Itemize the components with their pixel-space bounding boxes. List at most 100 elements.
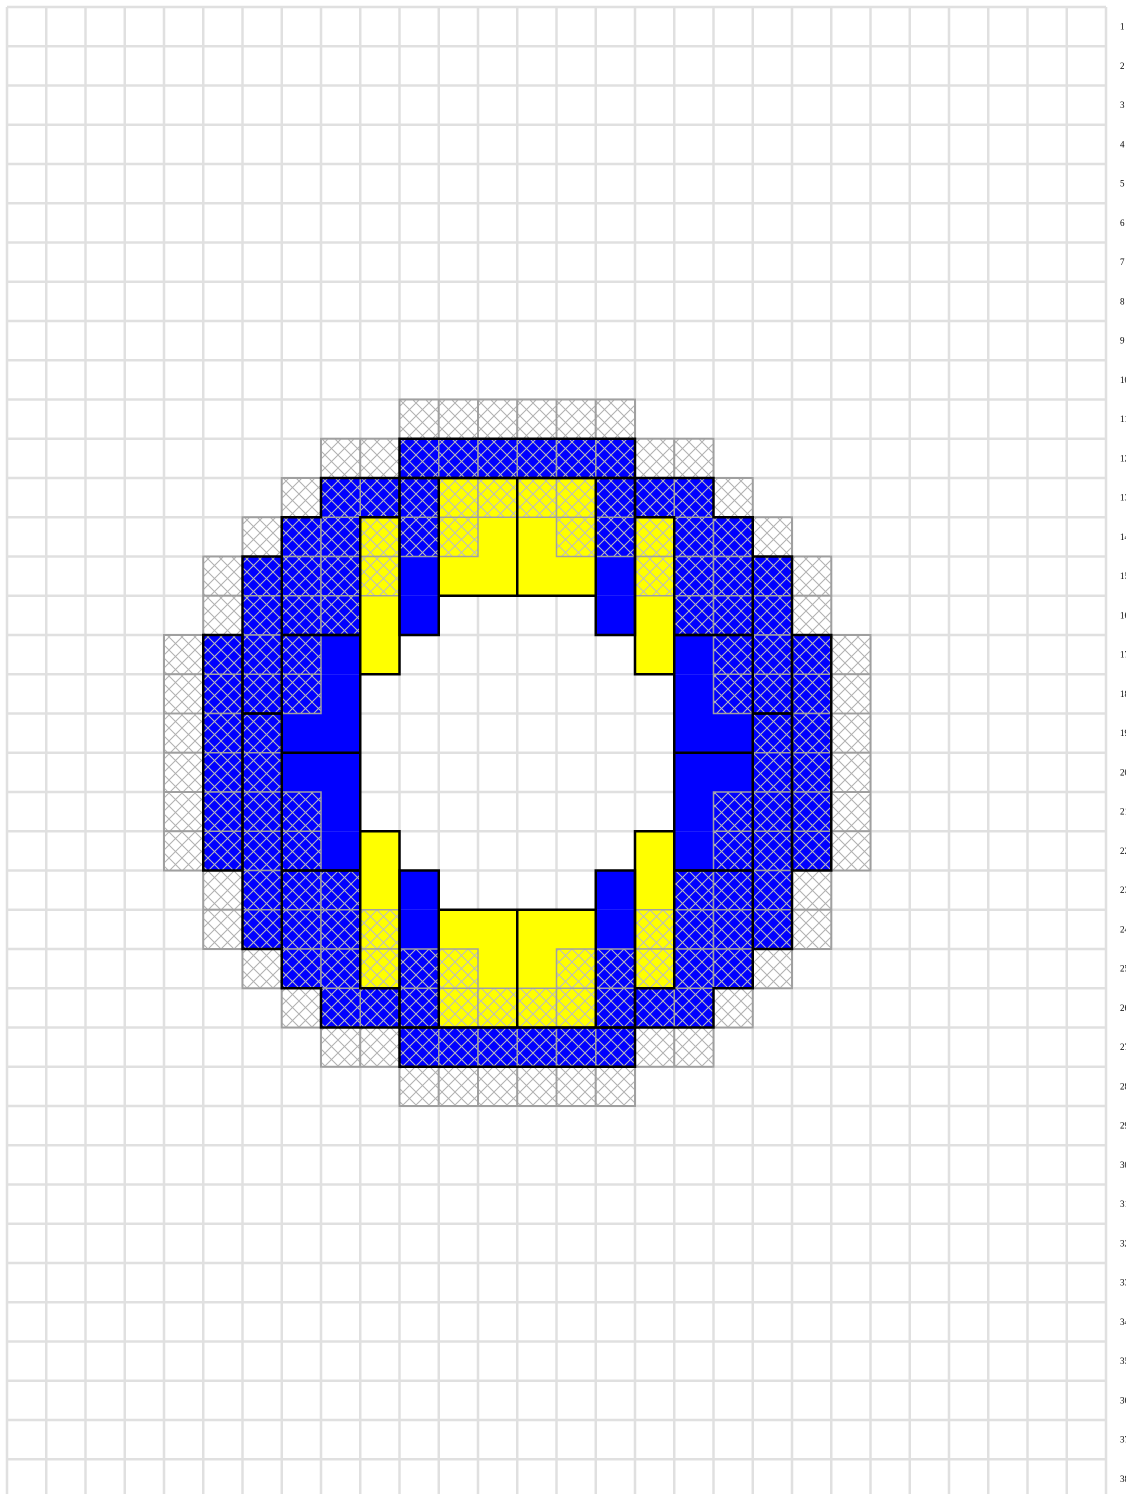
blue-cell[interactable] — [321, 714, 360, 753]
blue-hatched-cell-hatch — [321, 557, 360, 596]
yellow-cell[interactable] — [635, 871, 674, 910]
yellow-cell[interactable] — [478, 910, 517, 949]
blue-hatched-cell-hatch — [321, 949, 360, 988]
blue-hatched-cell-hatch — [321, 871, 360, 910]
blue-cell[interactable] — [674, 674, 713, 713]
ghost-cell-hatch — [478, 400, 517, 439]
blue-hatched-cell-hatch — [714, 871, 753, 910]
yellow-cell[interactable] — [635, 831, 674, 870]
row-label: 29 — [1120, 1121, 1126, 1131]
blue-hatched-cell-hatch — [400, 1028, 439, 1067]
yellow-cell[interactable] — [557, 910, 596, 949]
ghost-cell-hatch — [792, 871, 831, 910]
blue-hatched-cell-hatch — [753, 596, 792, 635]
yellow-cell[interactable] — [635, 596, 674, 635]
blue-hatched-cell-hatch — [792, 792, 831, 831]
blue-hatched-cell-hatch — [321, 988, 360, 1027]
ghost-cell-hatch — [517, 400, 556, 439]
yellow-cell[interactable] — [517, 949, 556, 988]
yellow-cell[interactable] — [557, 557, 596, 596]
blue-cell[interactable] — [321, 831, 360, 870]
blue-hatched-cell-hatch — [792, 831, 831, 870]
yellow-cell[interactable] — [517, 557, 556, 596]
blue-hatched-cell-hatch — [792, 674, 831, 713]
ghost-cell-hatch — [714, 988, 753, 1027]
yellow-hatched-cell-hatch — [360, 949, 399, 988]
blue-hatched-cell-hatch — [439, 439, 478, 478]
blue-hatched-cell-hatch — [674, 988, 713, 1027]
yellow-hatched-cell-hatch — [635, 910, 674, 949]
row-label: 36 — [1120, 1395, 1126, 1405]
blue-cell[interactable] — [714, 714, 753, 753]
blue-hatched-cell-hatch — [282, 949, 321, 988]
yellow-cell[interactable] — [439, 557, 478, 596]
blue-cell[interactable] — [674, 831, 713, 870]
yellow-cell[interactable] — [478, 557, 517, 596]
yellow-cell[interactable] — [478, 517, 517, 556]
blue-cell[interactable] — [321, 674, 360, 713]
yellow-cell[interactable] — [478, 949, 517, 988]
blue-cell[interactable] — [400, 910, 439, 949]
yellow-cell[interactable] — [517, 910, 556, 949]
blue-cell[interactable] — [714, 753, 753, 792]
yellow-hatched-cell-hatch — [360, 517, 399, 556]
row-label: 28 — [1120, 1081, 1126, 1091]
blue-cell[interactable] — [321, 792, 360, 831]
blue-cell[interactable] — [400, 557, 439, 596]
blue-hatched-cell-hatch — [596, 478, 635, 517]
row-label: 38 — [1120, 1474, 1126, 1484]
yellow-hatched-cell-hatch — [635, 949, 674, 988]
ghost-cell-hatch — [282, 478, 321, 517]
blue-hatched-cell-hatch — [243, 871, 282, 910]
blue-cell[interactable] — [596, 596, 635, 635]
blue-hatched-cell-hatch — [596, 949, 635, 988]
ghost-cell-hatch — [321, 439, 360, 478]
blue-hatched-cell-hatch — [203, 714, 242, 753]
row-label: 26 — [1120, 1003, 1126, 1013]
row-label: 13 — [1120, 493, 1126, 503]
blue-hatched-cell-hatch — [674, 517, 713, 556]
blue-cell[interactable] — [596, 871, 635, 910]
blue-hatched-cell-hatch — [714, 596, 753, 635]
blue-hatched-cell-hatch — [243, 674, 282, 713]
blue-cell[interactable] — [674, 714, 713, 753]
blue-cell[interactable] — [282, 714, 321, 753]
blue-cell[interactable] — [400, 596, 439, 635]
blue-hatched-cell-hatch — [282, 517, 321, 556]
yellow-cell[interactable] — [360, 871, 399, 910]
blue-hatched-cell-hatch — [674, 557, 713, 596]
ghost-cell-hatch — [753, 517, 792, 556]
blue-cell[interactable] — [400, 871, 439, 910]
yellow-cell[interactable] — [360, 831, 399, 870]
blue-hatched-cell-hatch — [674, 478, 713, 517]
yellow-hatched-cell-hatch — [635, 557, 674, 596]
row-label: 31 — [1120, 1199, 1126, 1209]
blue-cell[interactable] — [596, 910, 635, 949]
yellow-cell[interactable] — [439, 910, 478, 949]
blue-cell[interactable] — [282, 753, 321, 792]
blue-hatched-cell-hatch — [360, 988, 399, 1027]
yellow-cell[interactable] — [517, 517, 556, 556]
row-label: 5 — [1120, 179, 1125, 189]
blue-hatched-cell-hatch — [282, 831, 321, 870]
blue-cell[interactable] — [321, 635, 360, 674]
yellow-cell[interactable] — [635, 635, 674, 674]
blue-cell[interactable] — [674, 753, 713, 792]
blue-cell[interactable] — [321, 753, 360, 792]
row-label: 18 — [1120, 689, 1126, 699]
yellow-cell[interactable] — [360, 596, 399, 635]
ghost-cell-hatch — [557, 1067, 596, 1106]
yellow-cell[interactable] — [360, 635, 399, 674]
blue-hatched-cell-hatch — [753, 792, 792, 831]
blue-hatched-cell-hatch — [596, 1028, 635, 1067]
ghost-cell-hatch — [831, 831, 870, 870]
blue-hatched-cell-hatch — [674, 596, 713, 635]
blue-hatched-cell-hatch — [596, 517, 635, 556]
blue-hatched-cell-hatch — [243, 910, 282, 949]
blue-cell[interactable] — [674, 792, 713, 831]
blue-cell[interactable] — [674, 635, 713, 674]
blue-cell[interactable] — [596, 557, 635, 596]
row-label: 27 — [1120, 1042, 1126, 1052]
row-label: 37 — [1120, 1435, 1126, 1445]
